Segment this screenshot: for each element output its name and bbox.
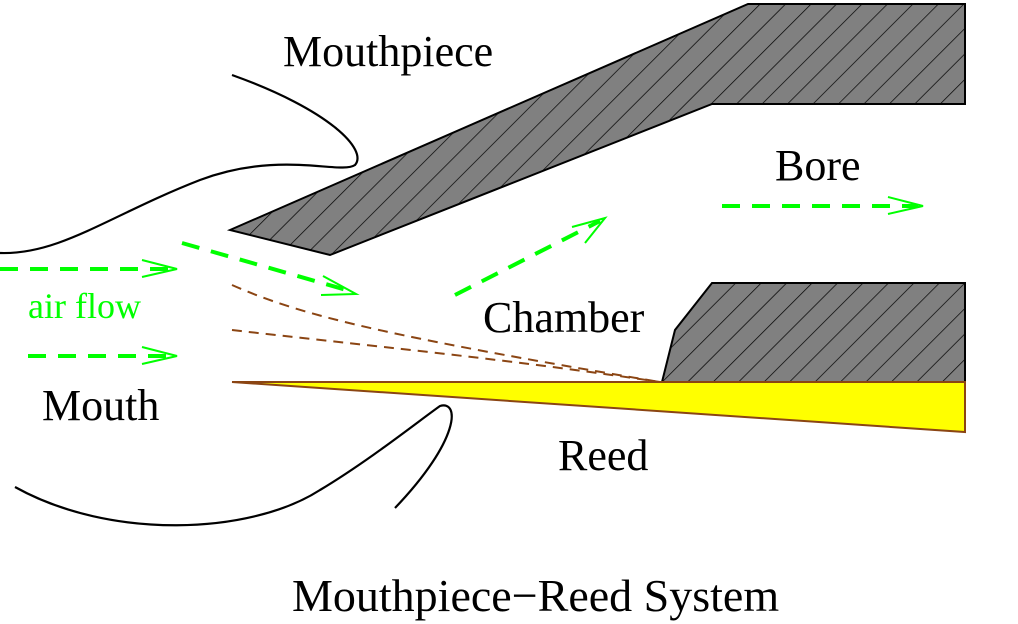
air-flow-arrow-gap (181, 241, 360, 296)
reed-label: Reed (558, 431, 648, 480)
air-flow-arrow-lower (28, 346, 178, 365)
mouth-label: Mouth (42, 381, 159, 430)
upper-lip-outline (0, 73, 359, 255)
chamber-label: Chamber (483, 293, 645, 342)
lower-lip-outline (14, 404, 453, 527)
air-flow-arrow-upper (0, 259, 178, 278)
diagram-title: Mouthpiece−Reed System (292, 570, 779, 621)
mouthpiece-lower-block (660, 282, 966, 383)
reed-deflection-line-upper (231, 284, 661, 383)
air-flow-label: air flow (28, 286, 141, 326)
bore-label: Bore (775, 141, 861, 190)
mouthpiece-label: Mouthpiece (283, 27, 493, 76)
air-flow-arrow-chamber (454, 216, 608, 297)
reed (231, 381, 966, 434)
reed-deflection-line-lower (231, 329, 661, 383)
mouthpiece-upper-wall (226, 3, 966, 257)
air-flow-arrow-bore (722, 196, 924, 215)
